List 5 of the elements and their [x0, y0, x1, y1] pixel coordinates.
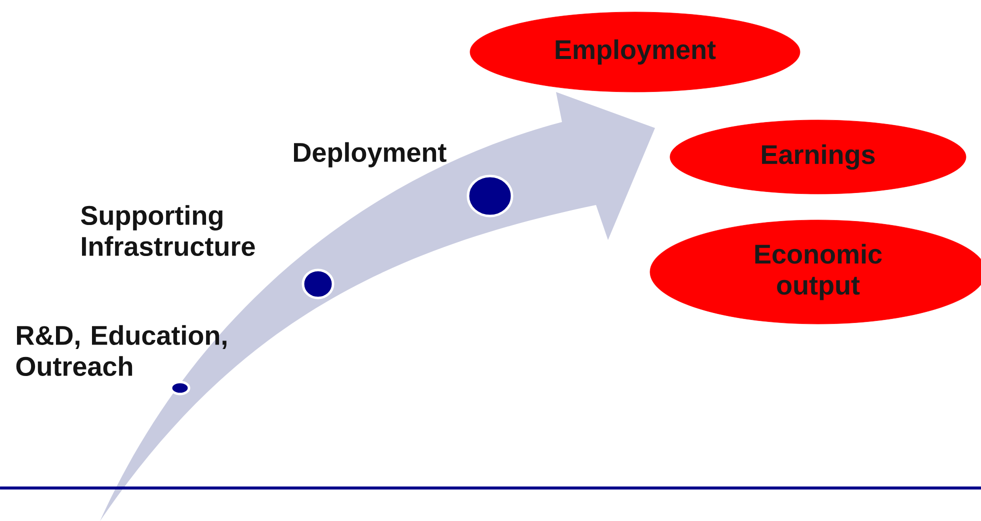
step-label: Deployment: [294, 142, 446, 168]
step-label: R&D, Education, Outreach: [16, 325, 226, 376]
dot-marker: [170, 380, 190, 396]
step-label: Supporting Infrastructure: [81, 205, 255, 256]
dot-marker: [466, 174, 514, 218]
